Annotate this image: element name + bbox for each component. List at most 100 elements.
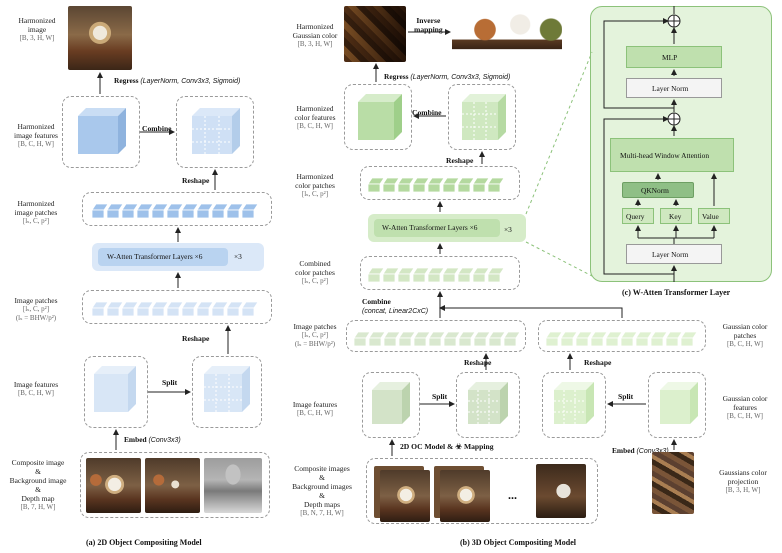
b-gaussian-color-patches-label: Gaussian color patches [B, C, H, W] [710,322,780,349]
b-gaussian-color-patches-shape: [B, C, H, W] [726,340,764,348]
a-image-features-label: Image features [B, C, H, W] [4,380,68,398]
b-depth-map-thumbnail [536,464,586,518]
c-caption: (c) W-Atten Transformer Layer [622,288,731,297]
a-composite-box [80,452,270,518]
a-harmonized-image-title: Harmonized image [18,16,56,34]
a-caption: (a) 2D Object Compositing Model [86,538,202,547]
a-image-features-title: Image features [13,380,59,389]
b-image-patches-label: Image patches [lₛ, C, p²] (lₛ = BHW/p²) [284,322,346,349]
c-layer-norm-bottom-label: Layer Norm [652,250,689,259]
a-image-patches-label: Image patches [lₛ, C, p²] (lₛ = BHW/p²) [4,296,68,323]
b-combined-color-patches-title: Combined color patches [295,259,335,277]
b-harmonized-gaussian-shape: [B, 3, H, W] [297,40,333,48]
b-regress-label: Regress (LayerNorm, Conv3x3, Sigmoid) [384,72,510,81]
a-composite-shape: [B, 7, H, W] [20,503,56,511]
b-regress-text: Regress [384,72,409,81]
a-transformer-label: W-Atten Transformer Layers ×6 [107,252,203,261]
a-image-features-box-right [192,356,262,428]
c-key-box [660,208,692,224]
b-combined-color-patches-box [360,256,520,290]
b-reshape-right-label: Reshape [584,358,612,367]
c-layer-norm-top-label: Layer Norm [652,84,689,93]
b-image-features-shape: [B, C, H, W] [296,409,334,417]
b-composite-box [366,458,598,524]
b-composite-label: Composite images & Background images & D… [282,464,362,518]
b-gaussian-color-features-title: Gaussian color features [722,394,768,412]
b-image-features-label: Image features [B, C, H, W] [284,400,346,418]
a-harmonized-patches-shape: [lₛ, C, p²] [22,217,50,225]
a-image-patches-box [82,290,272,324]
b-composite-title: Composite images & Background images & D… [292,464,352,509]
a-transformer-inner [98,248,228,266]
c-arrows [603,6,717,282]
c-layer-norm-top-box [626,78,722,98]
a-composite-label: Composite image & Background image & Dep… [2,458,74,512]
b-image-features-title: Image features [292,400,338,409]
b-ellipsis: ... [508,488,517,502]
b-harmonized-gaussian-thumbnail [344,6,406,62]
b-combined-color-patches-shape: [lₛ, C, p²] [301,277,329,285]
c-value-label: Value [702,212,719,221]
b-transformer-times: ×3 [504,225,512,234]
b-image-patches-shape2: (lₛ = BHW/p²) [294,340,336,348]
a-image-features-shape: [B, C, H, W] [17,389,55,397]
b-arrows [373,29,677,456]
b-composite-image-thumbnail [380,470,430,522]
c-query-box [622,208,654,224]
c-qknorm-label: QKNorm [641,186,669,195]
b-harmonized-color-features-box-left [344,84,412,150]
b-combine-mid-args: (concat, Linear2CxC) [362,308,429,315]
c-mlp-box [626,46,722,68]
b-embed-label: Embed (Conv3x3) [612,446,669,455]
a-harmonized-patches-box [82,192,272,226]
c-query-label: Query [626,212,645,221]
a-regress-text: Regress [114,76,139,85]
c-zoom-lines [525,51,593,277]
a-harmonized-feature-cube [78,108,126,154]
b-harmonized-color-patches-box [360,166,520,200]
a-image-features-box-left [84,356,148,428]
c-layer-norm-bottom-box [626,244,722,264]
b-harmonized-color-patches-label: Harmonized color patches [lₛ, C, p²] [284,172,346,199]
b-composite-shape: [B, N, 7, H, W] [300,509,344,517]
a-composite-image-thumbnail [86,458,141,513]
a-embed-label: Embed (Conv3x3) [124,435,181,444]
b-gaussian-projection-title: Gaussians color projection [719,468,767,486]
b-gaussian-patch-strip [545,331,698,347]
c-value-box [698,208,730,224]
a-image-patches-shape2: (lₛ = BHW/p²) [15,314,57,322]
a-harmonized-features-shape: [B, C, H, W] [17,140,55,148]
b-embed-args: (Conv3x3) [636,448,668,455]
a-harmonized-split-cube [192,108,240,154]
a-harmonized-image-thumbnail [68,6,132,70]
b-image-patches-shape: [lₛ, C, p²] [301,331,329,339]
b-combine-top-label: Combine [412,108,442,117]
b-harmonized-patch-strip [367,177,505,193]
b-caption: (b) 3D Object Compositing Model [460,538,576,547]
b-gaussian-color-patches-title: Gaussian color patches [722,322,768,340]
b-harmonized-color-patches-title: Harmonized color patches [295,172,335,190]
a-split-label: Split [162,378,178,387]
b-oc-mapping-label: 2D OC Model & ☣ Mapping [400,442,494,451]
a-regress-label: Regress (LayerNorm, Conv3x3, Sigmoid) [114,76,240,85]
b-combine-mid-text: Combine [362,297,391,306]
b-gaussian-projection-shape: [B, 3, H, W] [725,486,761,494]
b-regress-args: (LayerNorm, Conv3x3, Sigmoid) [410,74,511,81]
b-gaussian-projection-label: Gaussians color projection [B, 3, H, W] [706,468,780,495]
b-gaussian-patches-box [538,320,706,352]
a-image-patches-title: Image patches [14,296,58,305]
a-combine-label: Combine [142,124,172,133]
b-harmonized-gaussian-title: Harmonized Gaussian color [292,22,338,40]
b-reshape-top-label: Reshape [446,156,474,165]
b-gaussian-features-box-left [542,372,606,438]
c-mhwa-box [610,138,734,172]
c-mhwa-label: Multi-head Window Attention [620,151,710,160]
b-inverse-mapping-label: Inverse mapping [414,16,443,34]
b-image-patch-strip [353,331,521,347]
a-harmonized-image-shape: [B, 3, H, W] [19,34,55,42]
a-harmonized-patches-title: Harmonized image patches [14,199,58,217]
b-combine-mid-label: Combine (concat, Linear2CxC) [362,297,428,316]
b-gaussian-color-features-shape: [B, C, H, W] [726,412,764,420]
b-gaussian-feature-cube [660,382,698,424]
a-composite-title: Composite image & Background image & Dep… [9,458,67,503]
